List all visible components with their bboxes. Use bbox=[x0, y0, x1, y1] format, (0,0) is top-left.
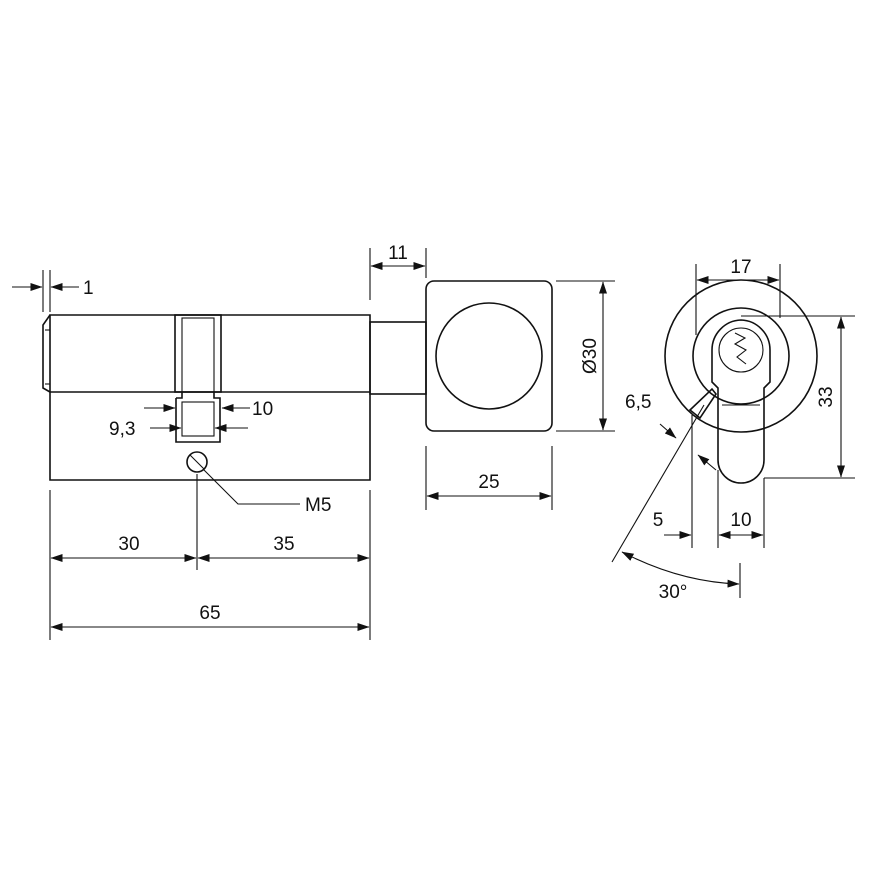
profile-collar bbox=[664, 279, 818, 433]
cylinder-front-view bbox=[664, 279, 818, 484]
dim-cam-width: 10 bbox=[252, 399, 273, 420]
dim-cam-thickness: 6,5 bbox=[625, 392, 651, 413]
cam-lug bbox=[175, 392, 221, 443]
dim-screw: M5 bbox=[305, 495, 331, 516]
dim-flange-offset: 1 bbox=[83, 278, 94, 299]
cylinder-side-view bbox=[42, 280, 553, 481]
dim-bottom-width: 10 bbox=[730, 510, 751, 531]
dim-total-length: 65 bbox=[199, 603, 220, 624]
dim-left-length: 30 bbox=[118, 534, 139, 555]
keyway-profile bbox=[711, 319, 771, 484]
cylinder-body bbox=[49, 314, 371, 481]
screw-hole bbox=[186, 451, 208, 473]
thumb-turn-knob bbox=[425, 280, 553, 432]
dim-cam-offset: 5 bbox=[653, 510, 664, 531]
dim-knob-diameter: Ø30 bbox=[580, 338, 601, 374]
knob-shaft bbox=[369, 321, 427, 395]
dim-cam-angle: 30° bbox=[659, 582, 688, 603]
key-symbol bbox=[733, 332, 748, 365]
dim-cam-slot: 9,3 bbox=[109, 419, 135, 440]
knob-face bbox=[435, 302, 543, 410]
profile-ring bbox=[692, 307, 790, 405]
dim-knob-width: 25 bbox=[478, 472, 499, 493]
dim-knob-shaft: 11 bbox=[388, 243, 408, 264]
dim-right-length: 35 bbox=[273, 534, 294, 555]
dim-profile-width: 17 bbox=[730, 257, 751, 278]
dim-profile-height: 33 bbox=[816, 386, 837, 407]
cam-tab bbox=[688, 387, 717, 420]
cylinder-tip bbox=[42, 314, 51, 393]
dimensions: 1 11 Ø30 25 10 9,3 M5 30 35 bbox=[12, 243, 855, 640]
